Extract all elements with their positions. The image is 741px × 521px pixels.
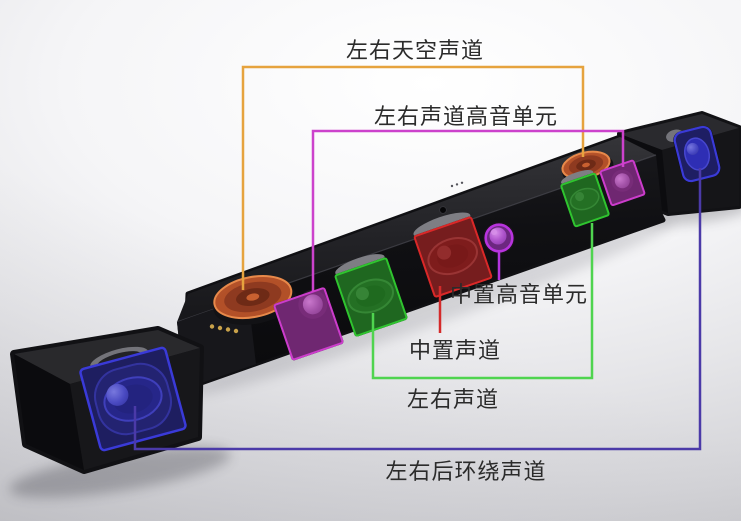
center-tweeter-label: 中置高音单元 — [450, 282, 588, 307]
front-lr-label: 左右声道 — [407, 387, 499, 412]
left-surround-shadow — [9, 446, 231, 498]
front-tweeters-label: 左右声道高音单元 — [374, 104, 558, 129]
center-tweeter-glint — [491, 229, 497, 235]
center-tweeter — [483, 222, 515, 254]
front-tweeters-callout-line — [311, 129, 625, 292]
left-surround-woofer — [79, 346, 187, 452]
left-front-woofer-highlight — [334, 257, 408, 337]
front-lr-callout-line — [371, 223, 594, 380]
connector-pin — [225, 327, 231, 332]
left-sky-driver — [213, 275, 297, 325]
right-surround-woofer — [666, 125, 721, 183]
connector-pin — [233, 328, 239, 334]
left-front-woofer-dome — [355, 287, 369, 301]
right-front-tweeter — [599, 159, 646, 207]
left-surround-side-face — [14, 354, 84, 470]
right-front-tweeter-highlight — [599, 159, 646, 207]
connector-pin — [217, 325, 223, 331]
left-front-woofer — [334, 254, 408, 337]
left-surround-speaker — [10, 326, 204, 474]
right-front-woofer-highlight — [560, 172, 610, 228]
left-surround-woofer-dome — [106, 383, 129, 406]
right-surround-highlight — [673, 125, 721, 183]
center-woofer — [413, 212, 493, 298]
left-surround-highlight — [79, 346, 187, 452]
right-front-woofer — [560, 170, 610, 228]
left-front-tweeter — [273, 287, 344, 361]
right-front-woofer-dome — [575, 192, 585, 202]
center-tweeter-highlight — [484, 223, 514, 253]
rear-surround-callout-line — [133, 168, 702, 451]
connector-pin — [209, 324, 215, 329]
center-channel-label: 中置声道 — [409, 338, 501, 363]
center-woofer-highlight — [413, 216, 493, 298]
right-surround-woofer-dome — [686, 142, 699, 155]
left-front-tweeter-highlight — [273, 287, 344, 361]
rear-surround-label: 左右后环绕声道 — [385, 459, 546, 484]
top-button — [439, 206, 447, 214]
right-front-woofer-rim — [561, 170, 594, 185]
connector-pins — [209, 324, 239, 334]
right-sky-driver-dome — [582, 162, 590, 168]
sky-channel-callout-line — [241, 65, 585, 290]
left-sky-driver-dome — [246, 293, 260, 301]
top-mic-holes — [450, 181, 464, 188]
sky-channel-label: 左右天空声道 — [346, 38, 484, 63]
